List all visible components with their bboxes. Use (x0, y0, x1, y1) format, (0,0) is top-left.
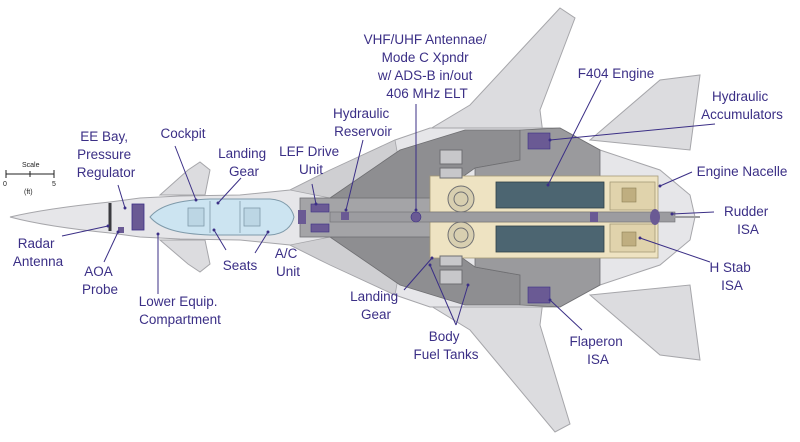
label-h-stab-isa: H Stab ISA (709, 260, 754, 293)
inlet-upper-inner (453, 191, 469, 207)
hydraulic-reservoir-box (341, 212, 349, 220)
label-cockpit: Cockpit (160, 126, 205, 141)
main-gear-upper-b (439, 167, 463, 179)
inlet-upper (447, 185, 475, 213)
main-gear-lower-a (439, 269, 463, 285)
scale-title: Scale (22, 162, 40, 169)
scale-tick-5: 5 (52, 181, 56, 188)
scale-tick-0: 0 (3, 181, 7, 188)
seat-front (187, 207, 205, 227)
component-labels: Radar Antenna AOA Probe EE Bay, Pressure… (13, 32, 788, 367)
inlet-lower (447, 221, 475, 249)
engine-mount (590, 212, 598, 222)
label-vhf-uhf: VHF/UHF Antennae/ Mode C Xpndr w/ ADS-B … (364, 32, 491, 101)
label-seats: Seats (223, 258, 258, 273)
scale-bar: Scale 0 5 (ft) (3, 162, 56, 196)
label-lower-equip: Lower Equip. Compartment (139, 294, 222, 327)
ac-unit-box (298, 210, 306, 224)
center-spine (329, 211, 676, 223)
label-body-fuel-tanks: Body Fuel Tanks (413, 329, 478, 362)
flaperon-isa-box (527, 286, 551, 304)
rudder-isa-marker (650, 209, 660, 225)
lower-h-stab (588, 284, 701, 361)
h-stab-isa-upper (621, 187, 637, 203)
seat-rear (243, 207, 261, 227)
label-engine-nacelle: Engine Nacelle (697, 164, 788, 179)
vhf-antenna-marker (410, 211, 422, 223)
lef-drive-upper (310, 203, 330, 213)
label-landing-gear-main: Landing Gear (350, 289, 402, 322)
aoa-probe-box (118, 227, 124, 233)
f404-engine-upper (495, 181, 605, 209)
label-flaperon-isa: Flaperon ISA (569, 334, 626, 367)
ee-bay-box (131, 203, 145, 231)
hydraulic-accumulator-upper (527, 132, 551, 150)
label-f404-engine: F404 Engine (578, 66, 655, 81)
upper-h-stab (588, 74, 701, 151)
main-gear-upper-a (439, 149, 463, 165)
main-gear-lower-b (439, 255, 463, 267)
label-rudder-isa: Rudder ISA (724, 204, 772, 237)
leader-lines (61, 79, 716, 331)
f404-engine-lower (495, 225, 605, 253)
label-ee-bay: EE Bay, Pressure Regulator (77, 129, 136, 180)
label-radar-antenna: Radar Antenna (13, 236, 64, 269)
upper-canard (158, 161, 211, 196)
cockpit-canopy (149, 198, 295, 236)
h-stab-isa-lower (621, 231, 637, 247)
label-hydraulic-accumulators: Hydraulic Accumulators (701, 89, 783, 122)
lef-drive-lower (310, 223, 330, 233)
label-hydraulic-reservoir: Hydraulic Reservoir (333, 106, 393, 139)
lower-canard (158, 239, 211, 273)
scale-unit: (ft) (24, 189, 33, 196)
inlet-lower-inner (453, 227, 469, 243)
label-aoa-probe: AOA Probe (82, 264, 118, 297)
airframe (9, 7, 701, 433)
label-lef-drive: LEF Drive Unit (279, 144, 343, 177)
label-landing-gear-nose: Landing Gear (218, 146, 270, 179)
label-ac-unit: A/C Unit (275, 246, 301, 279)
